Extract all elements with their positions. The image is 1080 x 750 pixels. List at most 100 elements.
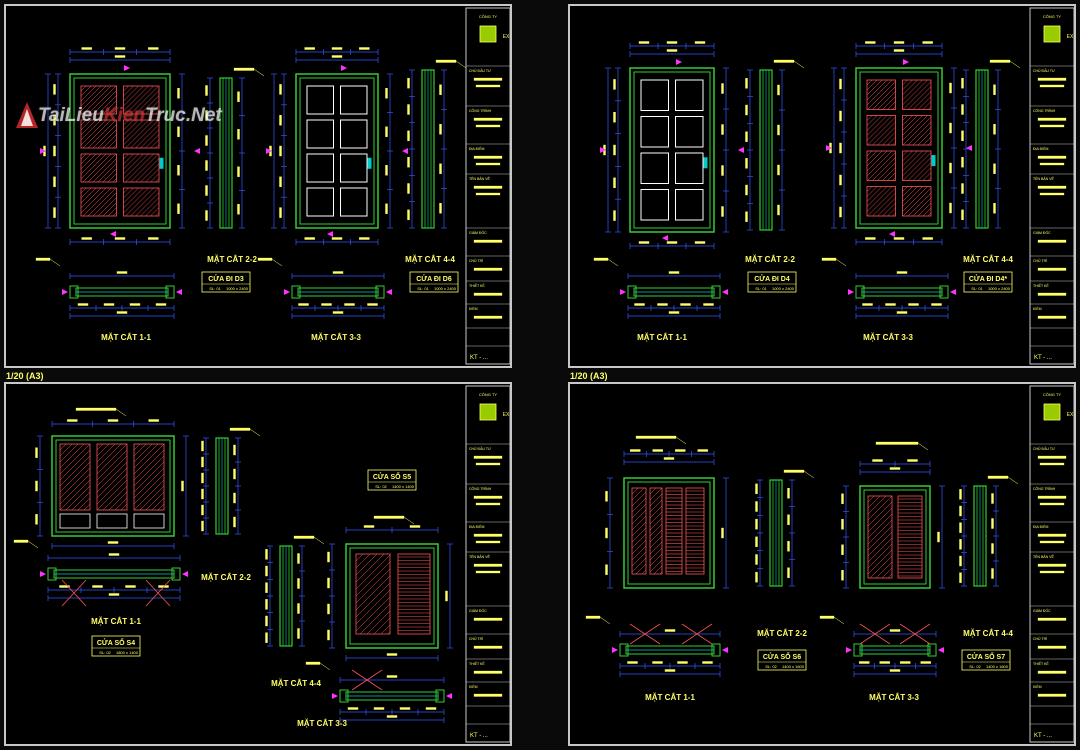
vertical-section [205, 67, 265, 229]
hatched-panel [123, 153, 160, 183]
section-marker [848, 289, 854, 295]
note-text [989, 59, 1011, 63]
dimension-line [51, 541, 175, 549]
window-horizontal-section-2 [305, 661, 452, 723]
title-block-row-label: KIỂM [469, 684, 478, 689]
title-block-row-label: ĐỊA ĐIỂM [1033, 524, 1048, 529]
hatch-lines [866, 186, 896, 217]
title-box-quantity: SL: 02 [99, 650, 111, 655]
dimension-line [181, 435, 189, 537]
dim-value [201, 504, 204, 516]
dim-value [181, 480, 184, 492]
section-marker [903, 59, 909, 65]
dim-value [959, 489, 962, 500]
dim-value [297, 628, 300, 639]
title-box-frame [409, 271, 459, 293]
title-box-quantity: SL: 01 [755, 286, 767, 291]
title-block-row-value [1037, 563, 1067, 567]
dim-value [859, 661, 870, 664]
title-box-size: 1000 x 2400 [772, 286, 795, 291]
title-box-title: CỬA SỔ S7 [967, 652, 1005, 661]
hatch-lines [80, 119, 117, 149]
dim-value [385, 165, 388, 176]
annotation-note [35, 257, 61, 267]
watermark: TaiLieuKienTruc.Net [38, 105, 222, 127]
dim-value [991, 493, 994, 504]
title-block-row-value [1039, 570, 1065, 574]
dimension-line [961, 69, 969, 229]
title-box-title: CỬA SỔ S6 [763, 652, 801, 661]
dim-value [922, 41, 933, 44]
dim-value [237, 204, 240, 215]
door-panel [640, 116, 669, 148]
jamb [375, 285, 385, 299]
dim-value [937, 531, 940, 543]
dim-value [694, 41, 706, 44]
dimension-line [327, 543, 335, 649]
dim-value [114, 237, 126, 240]
dim-value [721, 124, 724, 135]
title-box-size: 1400 x 1600 [782, 664, 805, 669]
title-box-frame [201, 271, 251, 293]
dim-value [755, 571, 758, 583]
dim-value [949, 122, 952, 134]
dim-value [439, 124, 442, 135]
dim-value [666, 41, 678, 44]
section-marker [612, 647, 618, 653]
dim-value [675, 449, 686, 452]
dimension-line [787, 479, 795, 587]
vertical-section [745, 59, 805, 231]
annotation-note [293, 535, 325, 545]
section-caption-0: MẶT CẮT 2-2 [757, 629, 807, 638]
dim-value [363, 525, 375, 528]
title-block-row-value [473, 315, 503, 319]
vertical-section [265, 535, 325, 647]
dimension-line [201, 437, 209, 535]
dim-value [409, 525, 421, 528]
window-horizontal-section [585, 615, 728, 677]
door-panel [306, 119, 334, 149]
door-panel [340, 187, 368, 217]
title-box-title: CỬA ĐI D6 [416, 274, 452, 283]
title-block-code: KT - ... [1034, 733, 1052, 739]
dim-value [35, 447, 38, 458]
dimension-line [385, 73, 393, 229]
dimension-line [623, 449, 715, 457]
jamb [435, 689, 445, 703]
title-block-row-value [475, 540, 501, 544]
section-marker [110, 231, 116, 237]
annotation-note [819, 615, 845, 625]
window-lower-panel [96, 513, 128, 529]
title-block-row-value [1039, 540, 1065, 544]
dim-value [745, 184, 748, 196]
dim-value [908, 303, 919, 306]
door-panel [306, 85, 334, 115]
dim-value [949, 202, 952, 214]
dim-value [613, 79, 616, 90]
dim-value [148, 419, 159, 422]
title-block-row-value [1037, 239, 1067, 243]
window-opening-lines [351, 669, 383, 691]
dimension-line [297, 545, 305, 647]
door-panel [640, 152, 669, 184]
dimension-line [237, 77, 245, 229]
dim-value [841, 570, 844, 581]
dimension-line [721, 477, 729, 589]
dim-value [931, 303, 942, 306]
section-marker [826, 145, 832, 151]
section-marker [386, 289, 392, 295]
dim-value [993, 124, 996, 135]
dim-value [205, 210, 208, 221]
dimension-line [291, 311, 385, 319]
section-caption-2: MẶT CẮT 1-1 [645, 693, 695, 702]
dim-value [53, 207, 56, 218]
hatched-panel [80, 119, 117, 149]
dimension-line [295, 47, 379, 55]
jamb [47, 567, 57, 581]
dim-value [279, 207, 282, 218]
jamb [619, 643, 629, 657]
title-box-frame [367, 469, 417, 491]
